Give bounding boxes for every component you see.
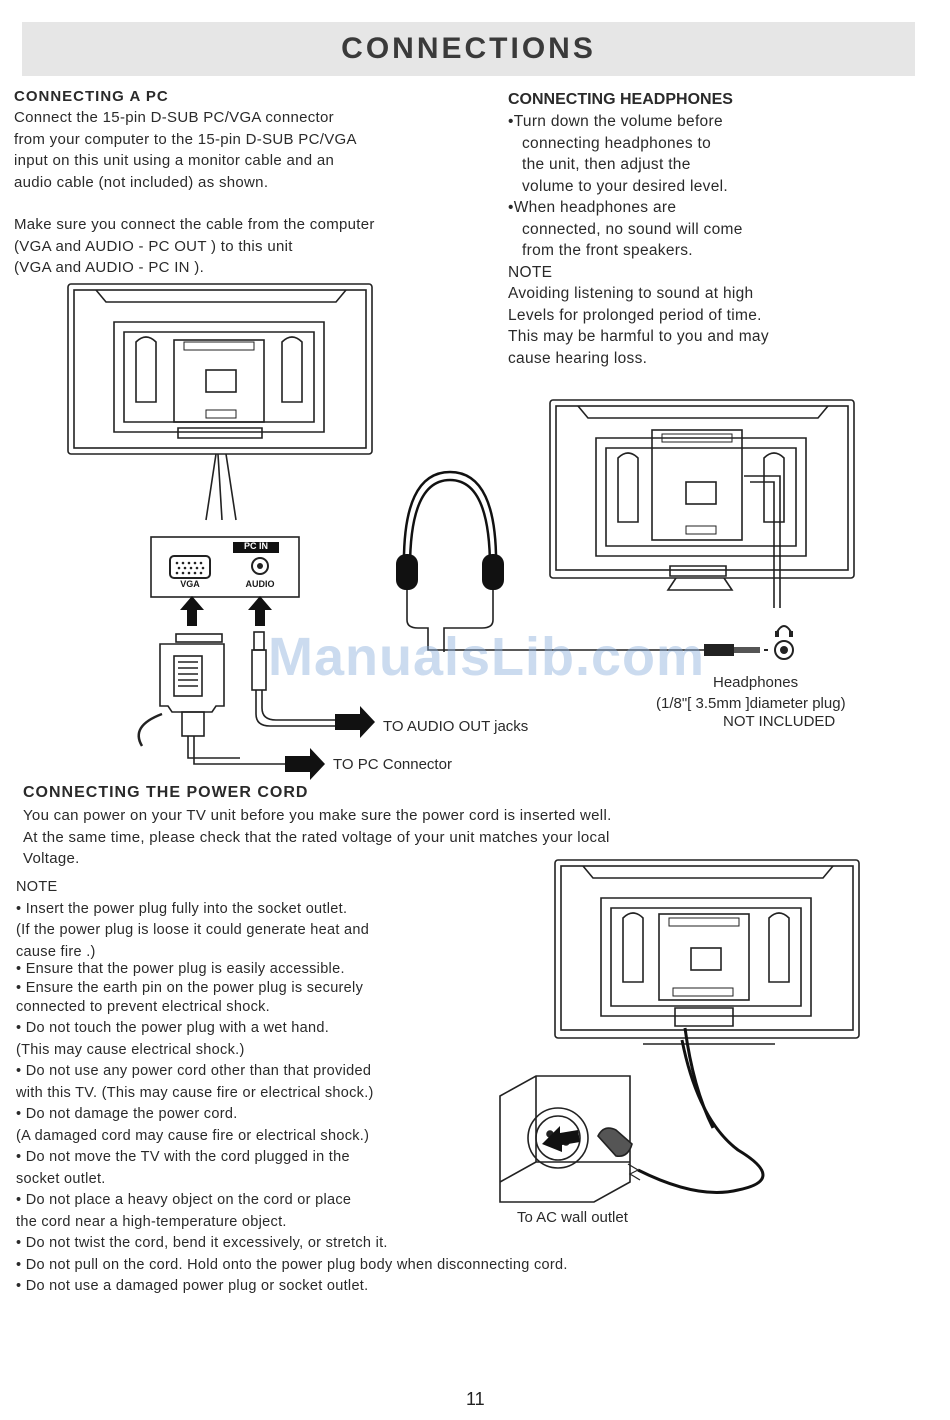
page-number: 11 bbox=[466, 1389, 485, 1409]
power-note-line: • Do not use a damaged power plug or soc… bbox=[16, 1278, 369, 1294]
headphones-drawing bbox=[396, 470, 794, 660]
tv-back-power-diagram bbox=[554, 859, 860, 1129]
pc-para1: Connect the 15-pin D-SUB PC/VGA connecto… bbox=[14, 107, 357, 193]
hp-line: connected, no sound will come bbox=[522, 220, 743, 238]
pc-para1-line: input on this unit using a monitor cable… bbox=[14, 152, 335, 169]
power-note-line: • Do not pull on the cord. Hold onto the… bbox=[16, 1256, 568, 1273]
hp-line: from the front speakers. bbox=[522, 242, 693, 259]
audio-label: AUDIO bbox=[245, 579, 275, 589]
headphones-bullet1: •Turn down the volume before connecting … bbox=[508, 111, 769, 369]
headphones-heading: CONNECTING HEADPHONES bbox=[508, 91, 733, 108]
power-note-line: • Do not use any power cord other than t… bbox=[16, 1063, 372, 1079]
vga-label: VGA bbox=[180, 579, 200, 589]
pc-para1-line: from your computer to the 15-pin D-SUB P… bbox=[14, 130, 357, 148]
pc-para1-line: Connect the 15-pin D-SUB PC/VGA connecto… bbox=[14, 109, 334, 126]
to-audio-label: TO AUDIO OUT jacks bbox=[383, 718, 529, 735]
hp-note-line: This may be harmful to you and may bbox=[508, 328, 769, 345]
power-cord-outlet bbox=[499, 1039, 765, 1203]
power-note-line: (A damaged cord may cause fire or electr… bbox=[16, 1127, 370, 1144]
power-note-line: (This may cause electrical shock.) bbox=[16, 1041, 245, 1058]
pc-in-title: PC IN bbox=[243, 541, 268, 551]
headphones-not-included: NOT INCLUDED bbox=[723, 713, 836, 730]
power-note-line: connected to prevent electrical shock. bbox=[16, 999, 271, 1015]
watermark: ManualsLib.com bbox=[268, 627, 706, 687]
outlet-label: To AC wall outlet bbox=[517, 1209, 628, 1226]
power-intro-line: Voltage. bbox=[23, 850, 80, 867]
pc-para2: Make sure you connect the cable from the… bbox=[14, 214, 375, 279]
power-intro-line: You can power on your TV unit before you… bbox=[23, 807, 612, 824]
power-note-line: (If the power plug is loose it could gen… bbox=[16, 922, 370, 938]
pc-para2-line: Make sure you connect the cable from the… bbox=[14, 216, 375, 233]
hp-line: •Turn down the volume before bbox=[508, 113, 723, 130]
power-note-line: • Ensure that the power plug is easily a… bbox=[16, 961, 345, 977]
power-intro-line: At the same time, please check that the … bbox=[23, 828, 610, 846]
power-note-line: • Insert the power plug fully into the s… bbox=[16, 900, 348, 917]
pc-heading: CONNECTING A PC bbox=[14, 88, 169, 105]
power-note-line: with this TV. (This may cause fire or el… bbox=[16, 1084, 374, 1101]
hp-line: volume to your desired level. bbox=[522, 177, 728, 195]
power-note-line: socket outlet. bbox=[16, 1170, 106, 1187]
hp-note-line: cause hearing loss. bbox=[508, 349, 648, 367]
power-note-title: NOTE bbox=[16, 879, 58, 895]
page-title: CONNECTIONS bbox=[22, 22, 915, 76]
tv-back-headphones-diagram bbox=[549, 399, 855, 608]
power-notes: NOTE • Insert the power plug fully into … bbox=[16, 877, 568, 1298]
hp-line: connecting headphones to bbox=[522, 134, 712, 152]
power-note-line: the cord near a high-temperature object. bbox=[16, 1213, 287, 1230]
power-note-line: • Do not damage the power cord. bbox=[16, 1106, 238, 1122]
to-pc-label: TO PC Connector bbox=[333, 756, 452, 773]
headphones-plug: (1/8"[ 3.5mm ]diameter plug) bbox=[656, 695, 846, 712]
power-note-line: • Ensure the earth pin on the power plug… bbox=[16, 980, 364, 996]
power-note-line: • Do not touch the power plug with a wet… bbox=[16, 1020, 330, 1036]
hp-line: •When headphones are bbox=[508, 199, 677, 216]
power-note-line: • Do not move the TV with the cord plugg… bbox=[16, 1149, 350, 1165]
headphones-label: Headphones bbox=[713, 674, 799, 691]
pc-cables bbox=[137, 596, 375, 780]
hp-note-title: NOTE bbox=[508, 263, 553, 281]
power-note-line: • Do not place a heavy object on the cor… bbox=[16, 1192, 352, 1208]
hp-line: the unit, then adjust the bbox=[522, 156, 691, 173]
power-heading: CONNECTING THE POWER CORD bbox=[23, 784, 309, 801]
pc-para1-line: audio cable (not included) as shown. bbox=[14, 173, 269, 191]
pc-para2-line: (VGA and AUDIO - PC IN ). bbox=[14, 259, 205, 276]
power-intro: You can power on your TV unit before you… bbox=[23, 805, 612, 870]
hp-note-line: Levels for prolonged period of time. bbox=[508, 306, 762, 324]
pc-in-panel bbox=[150, 536, 300, 598]
tv-back-pc-diagram bbox=[67, 283, 373, 521]
power-note-line: • Do not twist the cord, bend it excessi… bbox=[16, 1235, 388, 1251]
hp-note-line: Avoiding listening to sound at high bbox=[508, 285, 754, 302]
pc-para2-line: (VGA and AUDIO - PC OUT ) to this unit bbox=[14, 237, 293, 255]
power-note-line: cause fire .) bbox=[16, 943, 96, 960]
